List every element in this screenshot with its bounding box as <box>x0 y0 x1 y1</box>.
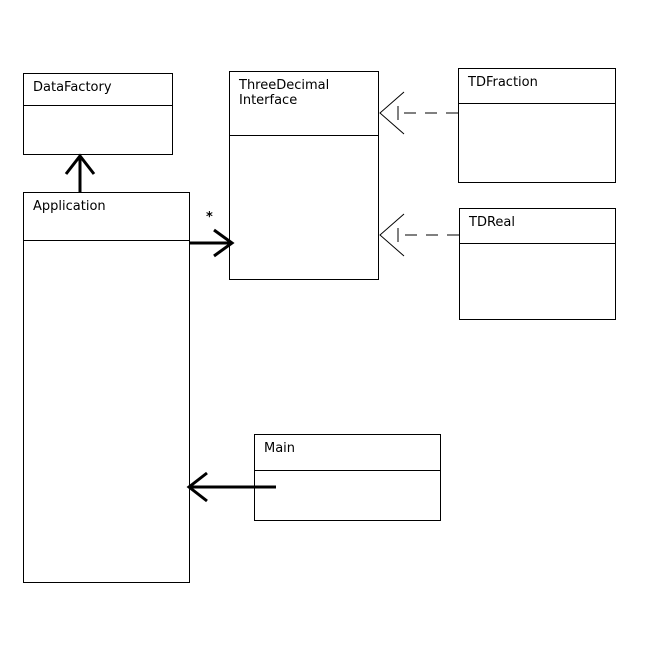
uml-class-members-main <box>255 471 440 520</box>
uml-class-main[interactable]: Main <box>254 434 441 521</box>
uml-class-members-tdreal <box>460 244 615 319</box>
uml-class-tdfraction[interactable]: TDFraction <box>458 68 616 183</box>
uml-class-members-tdfraction <box>459 104 615 182</box>
open-arrowhead-icon <box>186 471 208 503</box>
uml-class-members-application <box>24 241 189 582</box>
hollow-triangle-arrowhead-icon <box>379 213 405 257</box>
uml-class-name-main: Main <box>255 435 440 471</box>
uml-class-application[interactable]: Application <box>23 192 190 583</box>
uml-class-tdreal[interactable]: TDReal <box>459 208 616 320</box>
uml-class-name-application: Application <box>24 193 189 241</box>
edge-application-uses-datafactory[interactable] <box>64 153 96 192</box>
edge-tdfraction-realizes-threedecimalinterface[interactable] <box>379 91 458 135</box>
uml-class-name-datafactory: DataFactory <box>24 74 172 106</box>
uml-class-members-datafactory <box>24 106 172 154</box>
edge-application-uses-threedecimalinterface[interactable] <box>190 228 235 258</box>
uml-class-datafactory[interactable]: DataFactory <box>23 73 173 155</box>
uml-class-name-threedecimalinterface: ThreeDecimal Interface <box>230 72 378 136</box>
uml-class-name-tdreal: TDReal <box>460 209 615 244</box>
uml-class-members-threedecimalinterface <box>230 136 378 279</box>
uml-class-name-tdfraction: TDFraction <box>459 69 615 104</box>
hollow-triangle-arrowhead-icon <box>379 91 405 135</box>
uml-class-threedecimalinterface[interactable]: ThreeDecimal Interface <box>229 71 379 280</box>
edge-tdreal-realizes-threedecimalinterface[interactable] <box>379 213 459 257</box>
multiplicity-label-application-interface: * <box>206 210 213 225</box>
open-arrowhead-icon <box>64 153 96 175</box>
